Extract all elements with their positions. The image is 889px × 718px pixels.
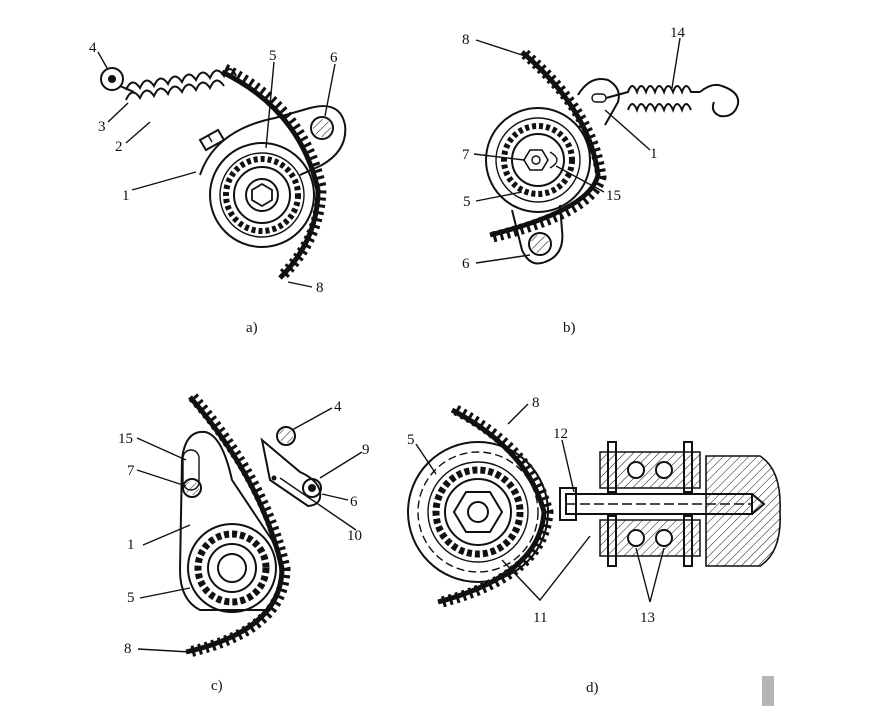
label-9: 9	[362, 442, 370, 458]
stop-pin	[276, 426, 296, 446]
timing-belt	[185, 393, 291, 658]
label-14: 14	[670, 25, 686, 41]
label-11: 11	[533, 610, 547, 626]
label-15: 15	[606, 188, 621, 204]
section-view	[559, 441, 781, 567]
label-8: 8	[462, 32, 470, 48]
label-3: 3	[98, 119, 106, 135]
label-7: 7	[462, 147, 470, 163]
label-10: 10	[347, 528, 362, 544]
label-1: 1	[127, 537, 135, 553]
timing-belt	[220, 64, 327, 280]
label-1: 1	[122, 188, 130, 204]
tension-pulley	[485, 107, 591, 213]
label-12: 12	[553, 426, 568, 442]
label-6: 6	[350, 494, 358, 510]
timing-belt	[489, 49, 607, 243]
gray-marker	[762, 676, 774, 706]
spring-eye	[100, 67, 124, 91]
label-15: 15	[118, 431, 133, 447]
panel-b: 8 14 1 7 15 5 6 b)	[462, 25, 740, 336]
label-6: 6	[330, 50, 338, 66]
adjust-bolt	[182, 478, 202, 498]
label-4: 4	[89, 40, 97, 56]
panel-c: 4 15 9 7 6 10 1 5 8 c)	[118, 393, 370, 694]
tension-pulley	[187, 523, 277, 613]
label-5: 5	[463, 194, 471, 210]
label-13: 13	[640, 610, 655, 626]
label-8: 8	[316, 280, 324, 296]
label-5: 5	[127, 590, 135, 606]
label-8: 8	[532, 395, 540, 411]
label-1: 1	[650, 146, 658, 162]
spring-coils	[119, 68, 237, 101]
caption-a: a)	[246, 320, 258, 336]
label-7: 7	[127, 463, 135, 479]
label-2: 2	[115, 139, 123, 155]
timing-belt	[437, 405, 554, 608]
label-4: 4	[334, 399, 342, 415]
caption-b: b)	[563, 320, 576, 336]
pivot-bolt	[528, 232, 552, 256]
caption-d: d)	[586, 680, 599, 696]
label-5: 5	[407, 432, 415, 448]
panel-a: 4 5 6 3 2 1 8 a)	[89, 40, 347, 336]
label-5: 5	[269, 48, 277, 64]
pivot-bolt	[310, 116, 334, 140]
caption-c: c)	[211, 678, 223, 694]
spring-coils	[605, 83, 740, 118]
tension-pulley	[209, 142, 315, 248]
label-8: 8	[124, 641, 132, 657]
panel-d: 8 5 12 11 13 d)	[407, 395, 781, 696]
label-6: 6	[462, 256, 470, 272]
